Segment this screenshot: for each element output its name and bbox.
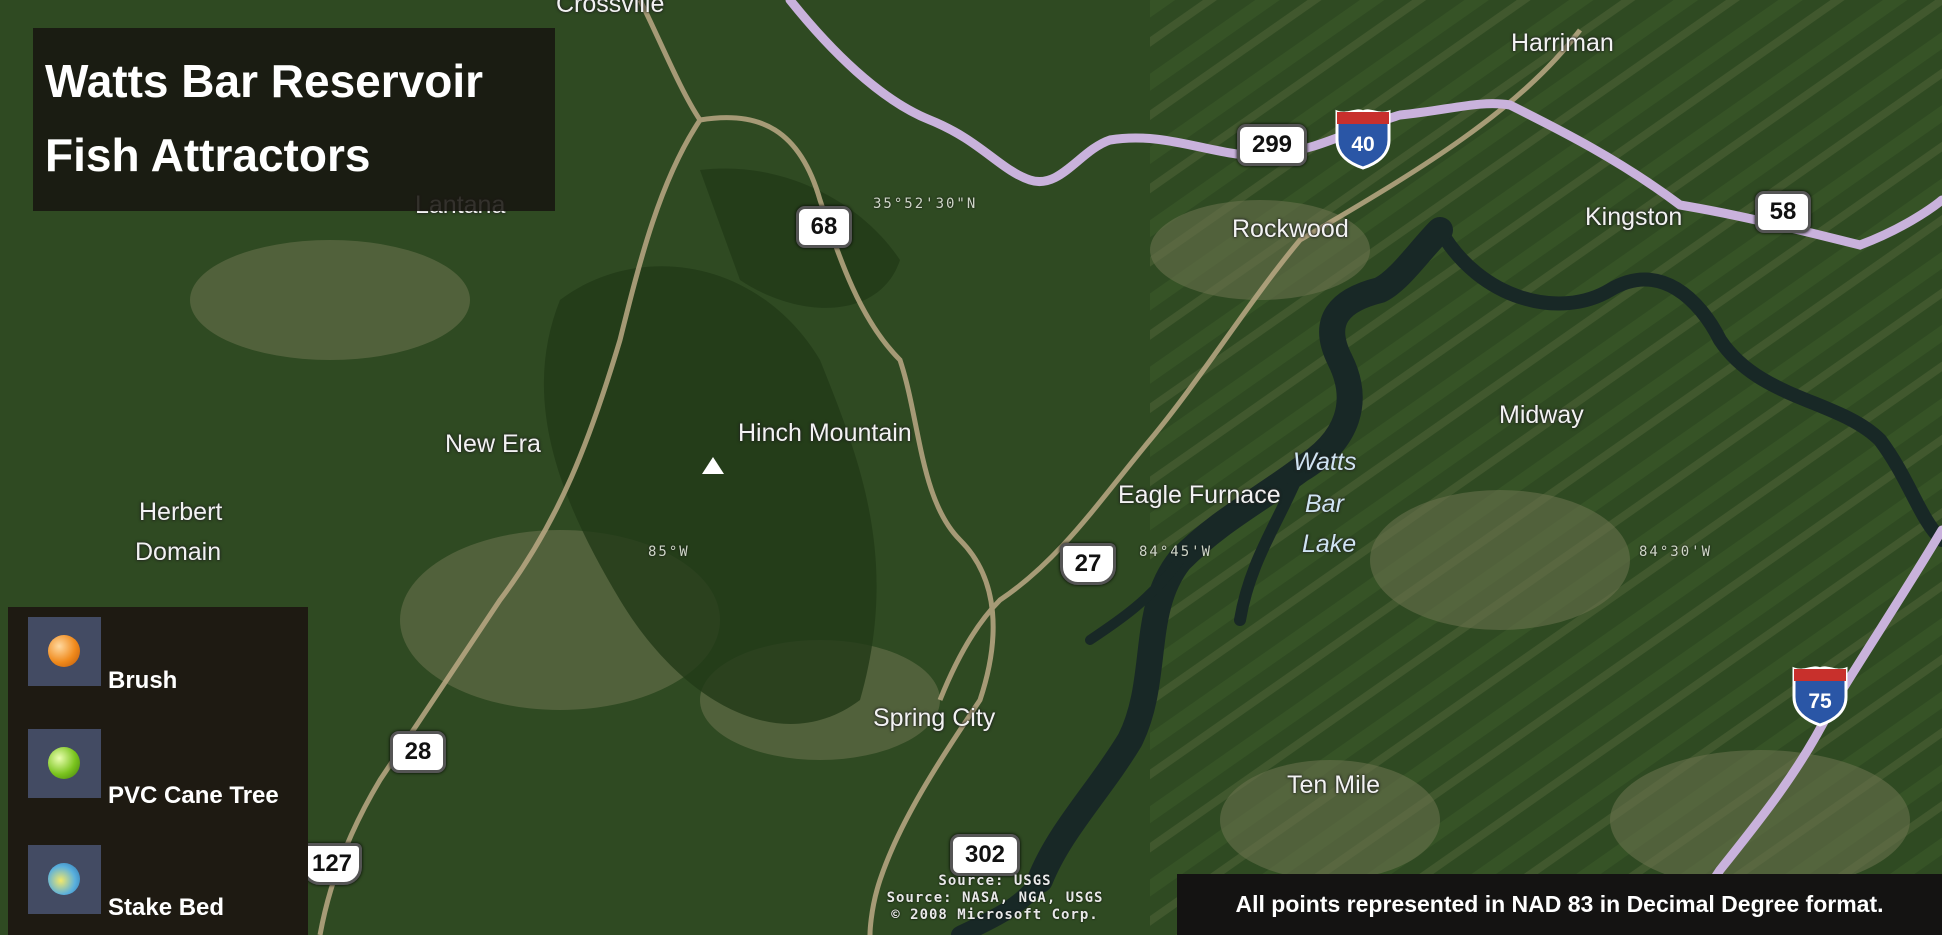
place-label-new-era: New Era	[445, 430, 541, 458]
place-label-eagle-furnace: Eagle Furnace	[1118, 481, 1281, 509]
place-label-rockwood: Rockwood	[1232, 215, 1349, 243]
green-dot-icon	[48, 747, 80, 779]
credit-line-1: Source: USGS	[938, 873, 1052, 889]
legend-label-brush: Brush	[108, 667, 178, 694]
route-shield-58: 58	[1755, 191, 1811, 233]
lake-label-line1: Watts	[1293, 448, 1357, 476]
lake-label-line2: Bar	[1305, 490, 1344, 518]
interstate-40-number: 40	[1351, 133, 1374, 156]
place-label-harriman: Harriman	[1511, 29, 1614, 57]
route-shield-302: 302	[950, 834, 1020, 876]
credit-line-3: © 2008 Microsoft Corp.	[891, 907, 1099, 923]
map-title-panel: Watts Bar Reservoir Fish Attractors	[33, 28, 555, 211]
lake-label-line3: Lake	[1302, 530, 1357, 558]
orange-dot-icon	[48, 635, 80, 667]
route-shield-28: 28	[390, 731, 446, 773]
route-shield-68: 68	[796, 206, 852, 248]
place-label-domain: Domain	[135, 538, 222, 566]
interstate-shield-75: 75	[1790, 663, 1850, 727]
longitude-label-84-45w: 84°45'W	[1139, 544, 1213, 560]
imagery-credits: Source: USGS Source: NASA, NGA, USGS © 2…	[850, 873, 1140, 924]
map-title-line2: Fish Attractors	[45, 129, 371, 181]
place-label-kingston: Kingston	[1585, 203, 1683, 231]
longitude-label-85w: 85°W	[648, 544, 690, 560]
place-label-crossville: Crossville	[556, 0, 665, 18]
route-shield-us27: 27	[1060, 543, 1116, 585]
place-label-spring-city: Spring City	[873, 704, 996, 732]
legend-label-pvc-cane-tree: PVC Cane Tree	[108, 782, 279, 809]
route-shield-us127: 127	[302, 843, 362, 885]
mountain-peak-icon	[702, 457, 724, 474]
interstate-75-number: 75	[1808, 690, 1832, 713]
legend-swatch-stake-bed	[28, 845, 101, 914]
legend-swatch-pvc-cane-tree	[28, 729, 101, 798]
blue-dot-icon	[48, 863, 80, 895]
datum-note: All points represented in NAD 83 in Deci…	[1177, 874, 1942, 935]
latitude-label: 35°52'30"N	[873, 196, 978, 212]
legend-swatch-brush	[28, 617, 101, 686]
route-shield-299: 299	[1237, 124, 1307, 166]
place-label-midway: Midway	[1499, 401, 1584, 429]
legend-label-stake-bed: Stake Bed	[108, 894, 225, 921]
interstate-shield-40: 40	[1333, 106, 1393, 170]
legend-panel: Brush PVC Cane Tree Stake Bed	[8, 607, 308, 935]
longitude-label-84-30w: 84°30'W	[1639, 544, 1713, 560]
map-title-line1: Watts Bar Reservoir	[45, 55, 484, 107]
place-label-ten-mile: Ten Mile	[1287, 771, 1381, 799]
place-label-herbert: Herbert	[139, 498, 223, 526]
place-label-hinch-mountain: Hinch Mountain	[738, 419, 912, 447]
credit-line-2: Source: NASA, NGA, USGS	[886, 890, 1104, 906]
